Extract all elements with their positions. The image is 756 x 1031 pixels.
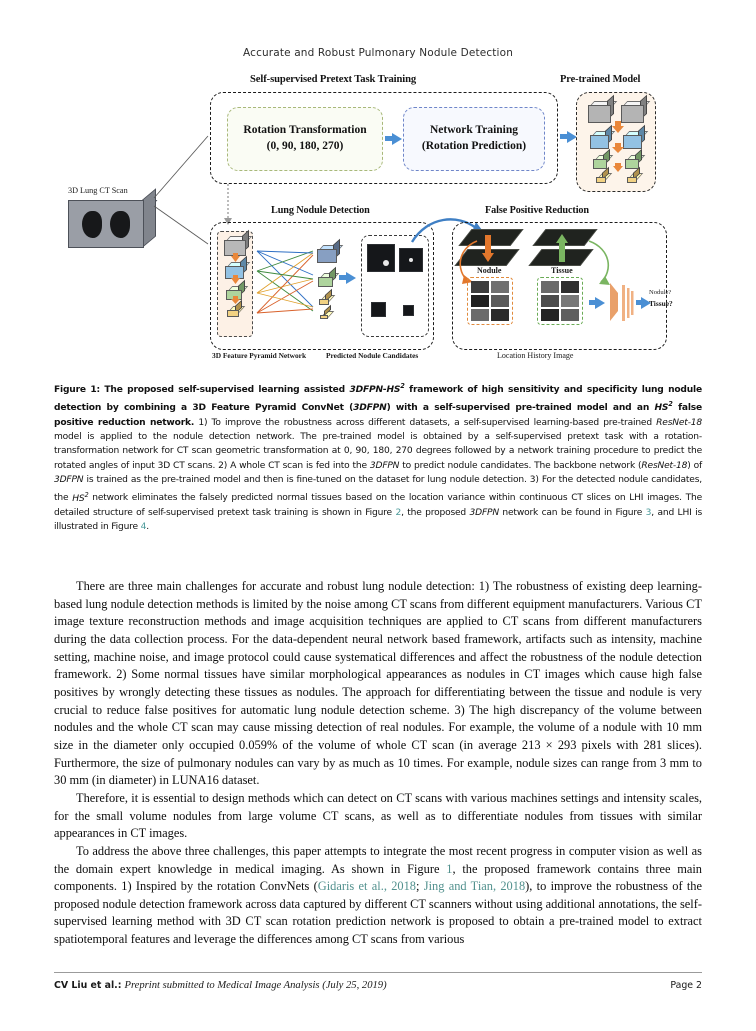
lhi-grid-tissue [537, 277, 583, 325]
candidates-arrow-head [346, 272, 356, 284]
figure-section-title-pretrained: Pre-trained Model [560, 74, 641, 85]
fpn-output-cube-small [320, 304, 335, 319]
body-paragraph-2: Therefore, it is essential to design met… [54, 790, 702, 841]
fpn-output-cube-blue [317, 238, 344, 263]
lung-right-shape [110, 211, 130, 238]
to-pretrained-arrow-stem [560, 134, 568, 139]
lung-left-shape [82, 211, 102, 238]
fc-network-shape [610, 283, 634, 321]
fc-arrow-stem [589, 300, 596, 305]
candidate-nodule-dot-2 [409, 258, 413, 262]
fpn-connection-lines [256, 250, 314, 314]
pretrained-model-container [576, 92, 656, 192]
caption-number: Figure 1: [54, 385, 100, 396]
body-paragraph-3: To address the above three challenges, t… [54, 843, 702, 949]
fc-arrow-head [595, 297, 605, 309]
false-positive-reduction-container: Nodule Tissue [452, 222, 673, 350]
lhi-grid-nodule [467, 277, 513, 325]
network-line-1: Network Training [429, 124, 519, 137]
pretrained-cube-gray-1 [588, 94, 618, 123]
pretrained-cube-yellow-1 [596, 166, 613, 183]
fpn-cube-column [217, 229, 253, 337]
pretrained-cube-green-2 [625, 148, 646, 169]
footer-author: CV Liu et al.: [54, 980, 122, 991]
network-training-box: Network Training (Rotation Prediction) [403, 107, 545, 171]
pretrained-cube-blue-1 [590, 124, 616, 149]
para3-part-c: ), to improve the robustness of the prop… [54, 879, 703, 947]
nodule-label: Nodule [477, 266, 502, 275]
fpn-output-cube-green [318, 266, 340, 287]
rotation-transformation-box: Rotation Transformation (0, 90, 180, 270… [227, 107, 383, 171]
ct-scan-label: 3D Lung CT Scan [68, 186, 128, 195]
network-line-2: (Rotation Prediction) [421, 140, 527, 152]
running-head: Accurate and Robust Pulmonary Nodule Det… [243, 47, 513, 59]
pretrained-cube-green-1 [593, 148, 614, 169]
figure-section-title-pretext: Self-supervised Pretext Task Training [250, 74, 417, 85]
footer-divider [54, 972, 702, 973]
pretrained-cube-gray-2 [621, 94, 651, 123]
nodule-variance-arrow [482, 235, 494, 262]
footer-page-number: Page 2 [670, 980, 702, 991]
rotation-line-2: (0, 90, 180, 270) [266, 140, 344, 152]
pretrained-down-arrows [612, 121, 624, 172]
pretrained-cube-blue-2 [623, 124, 649, 149]
rotation-line-1: Rotation Transformation [243, 124, 367, 137]
pretrained-cube-yellow-2 [627, 166, 644, 183]
rotation-box-text: Rotation Transformation (0, 90, 180, 270… [243, 123, 366, 154]
lhi-caption-label: Location History Image [497, 351, 574, 360]
output-arrow-stem [636, 300, 642, 305]
predicted-candidates-box [361, 235, 429, 337]
candidates-caption-label: Predicted Nodule Candidates [326, 351, 419, 360]
candidate-slice-2 [399, 248, 423, 272]
candidate-nodule-dot-1 [383, 260, 389, 266]
output-arrow-head [641, 297, 651, 309]
citation-separator: ; [416, 879, 424, 894]
output-label-tissue: Tissue? [649, 299, 673, 308]
footer-left: CV Liu et al.: Preprint submitted to Med… [54, 980, 387, 991]
figure-section-title-lnd: Lung Nodule Detection [271, 205, 370, 216]
caption-ref-figure-3[interactable]: 3 [645, 507, 652, 518]
tissue-variance-arrow [556, 234, 568, 262]
candidate-slice-4 [403, 305, 414, 316]
pretext-task-container: Rotation Transformation (0, 90, 180, 270… [210, 92, 558, 184]
fpn-caption-label: 3D Feature Pyramid Network [212, 351, 307, 360]
output-label-nodule: Nodule? [649, 289, 672, 296]
figure-section-title-fpr: False Positive Reduction [485, 205, 589, 216]
caption-ref-figure-2[interactable]: 2 [395, 507, 402, 518]
candidates-arrow-stem [339, 275, 347, 280]
network-box-text: Network Training (Rotation Prediction) [422, 123, 526, 154]
fpn-output-cube-yellow [319, 288, 336, 305]
fpn-down-arrows [231, 253, 240, 304]
para3-part-a: To address the above three challenges, t… [54, 843, 702, 876]
candidate-slice-3 [371, 302, 386, 317]
para3-part-b: , the proposed framework contains three … [54, 861, 702, 894]
tissue-label: Tissue [551, 266, 573, 275]
to-pretrained-arrow-head [567, 131, 577, 143]
candidate-slice-1 [367, 244, 395, 272]
footer-title: Preprint submitted to Medical Image Anal… [124, 980, 387, 991]
ct-scan-illustration: 3D Lung CT Scan [64, 186, 158, 252]
tissue-curve-arrow [588, 240, 610, 285]
ct-scan-leader-lines [153, 135, 209, 245]
figure-1-caption: Figure 1: The proposed self-supervised l… [54, 382, 703, 533]
figure-flow-connectors [224, 184, 232, 225]
fpn-cube-yellow [227, 299, 246, 317]
page-footer: CV Liu et al.: Preprint submitted to Med… [54, 980, 702, 991]
figure-1-graphic: Self-supervised Pretext Task Training Pr… [60, 74, 700, 368]
pretext-arrow-stem [385, 136, 393, 141]
citation-jing-tian[interactable]: Jing and Tian, 2018 [423, 879, 526, 894]
body-text: There are three main challenges for accu… [54, 578, 702, 949]
pretext-arrow-head [392, 133, 402, 145]
lung-nodule-detection-container [210, 222, 434, 350]
caption-ref-figure-4[interactable]: 4 [140, 522, 147, 533]
body-paragraph-1: There are three main challenges for accu… [54, 579, 702, 788]
citation-gidaris[interactable]: Gidaris et al., 2018 [317, 879, 417, 894]
cube-front-face [68, 200, 144, 248]
figure-1-reference-link[interactable]: 1 [446, 861, 453, 876]
